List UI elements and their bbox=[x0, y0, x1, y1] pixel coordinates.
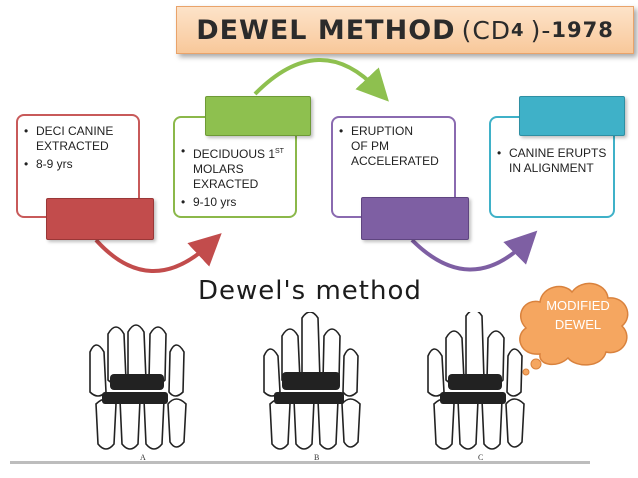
arrow-step3-to-step4 bbox=[410, 230, 538, 272]
step-card-2: DECIDUOUS 1ST MOLARS EXRACTED 9-10 yrs bbox=[173, 116, 297, 218]
step-tab-1 bbox=[46, 198, 154, 240]
arrow-step1-to-step2 bbox=[94, 233, 222, 273]
arrow-step2-to-step3 bbox=[253, 58, 389, 102]
title-year: 1978 bbox=[551, 18, 614, 42]
step2-bullet-1-text: DECIDUOUS 1 bbox=[193, 147, 276, 161]
callout-text: MODIFIED DEWEL bbox=[536, 296, 620, 334]
figure-label: Dewel's method bbox=[198, 276, 422, 306]
step1-bullet-1: DECI CANINE EXTRACTED bbox=[24, 124, 132, 154]
step-card-1: DECI CANINE EXTRACTED 8-9 yrs bbox=[16, 114, 140, 218]
step2-superscript: ST bbox=[275, 148, 284, 155]
step1-bullet-2: 8-9 yrs bbox=[24, 157, 132, 172]
step-tab-2 bbox=[205, 96, 311, 136]
step2-bullet-2: 9-10 yrs bbox=[181, 195, 289, 210]
callout-line-1: MODIFIED bbox=[546, 298, 610, 313]
dental-illustration-c: C bbox=[427, 312, 525, 462]
panel-letter-c: C bbox=[478, 453, 483, 462]
panel-letter-b: B bbox=[314, 453, 319, 462]
step-tab-3 bbox=[361, 197, 469, 240]
step2-bullet-1: DECIDUOUS 1ST MOLARS EXRACTED bbox=[181, 144, 289, 192]
dental-illustration-a: A bbox=[89, 324, 187, 462]
title-paren-open: (CD bbox=[461, 15, 512, 45]
dental-illustration-b: B bbox=[263, 312, 361, 462]
step2-bullet-1-cont: MOLARS EXRACTED bbox=[193, 162, 259, 191]
step-tab-4 bbox=[519, 96, 625, 136]
callout-cloud-shape bbox=[519, 282, 629, 376]
step3-bullet-1: ERUPTION OF PM ACCELERATED bbox=[339, 124, 439, 169]
title-main: DEWEL METHOD bbox=[196, 14, 456, 46]
title-subscript: 4 bbox=[511, 19, 525, 41]
callout-line-2: DEWEL bbox=[554, 317, 602, 332]
step4-bullet-1: CANINE ERUPTS IN ALIGNMENT bbox=[497, 146, 607, 176]
panel-letter-a: A bbox=[140, 453, 146, 462]
title-paren-close: )- bbox=[530, 15, 552, 45]
illegible-caption-strip bbox=[10, 461, 590, 464]
